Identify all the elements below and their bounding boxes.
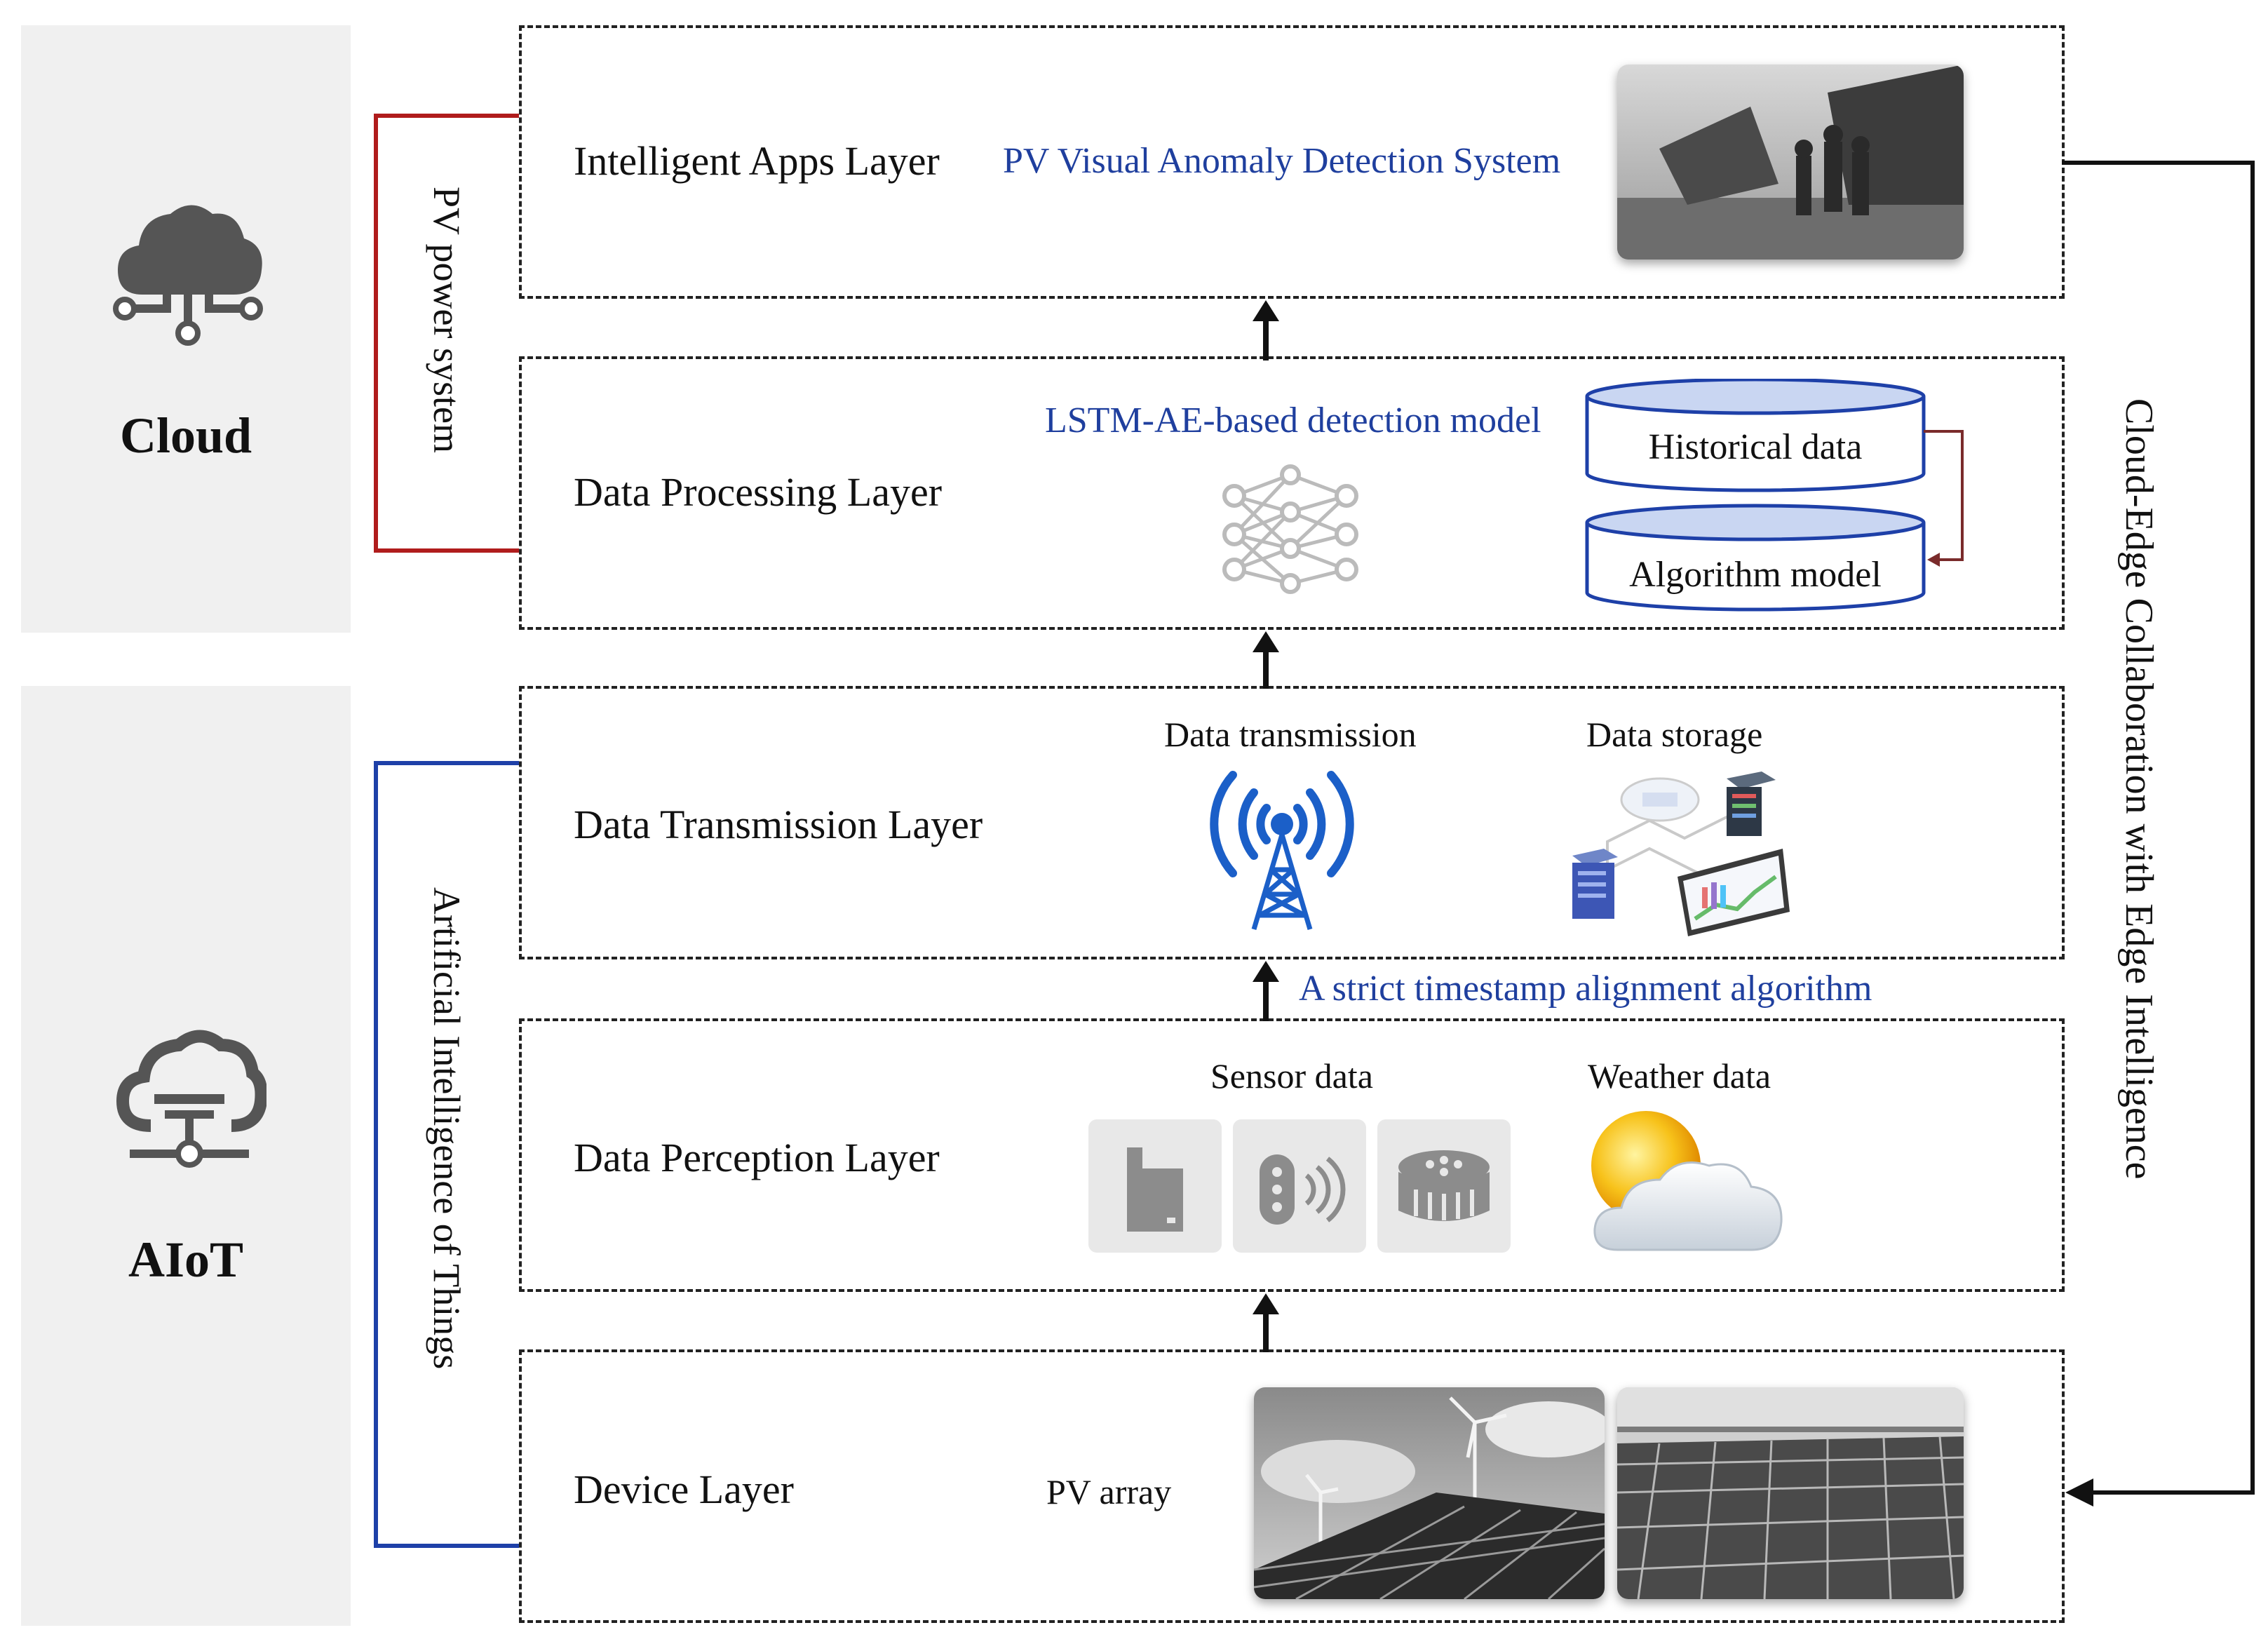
- cloud-network-icon: [113, 205, 263, 346]
- system-label: PV Visual Anomaly Detection System: [1003, 141, 1561, 181]
- database-cylinders-icon: [1585, 379, 1964, 612]
- model-label: LSTM-AE-based detection model: [1045, 400, 1541, 440]
- up-arrow-icon: [1253, 300, 1279, 361]
- pv-array-label: PV array: [1046, 1472, 1172, 1511]
- data-storage-icon: [1572, 772, 1790, 936]
- data-transmission-label: Data transmission: [1164, 715, 1417, 754]
- device-layer-box: [519, 1349, 2065, 1623]
- up-arrow-icon: [1253, 1293, 1279, 1352]
- neural-network-icon: [1222, 464, 1358, 594]
- sensor-data-label: Sensor data: [1210, 1056, 1373, 1096]
- data-transmission-layer-box: [519, 686, 2065, 959]
- pv-power-system-bracket: [374, 114, 519, 553]
- layer-title-apps: Intelligent Apps Layer: [574, 138, 940, 184]
- cloud-edge-connector: [2062, 161, 2255, 1507]
- wireless-sensor-icon: [1260, 1154, 1346, 1225]
- alignment-algorithm-label: A strict timestamp alignment algorithm: [1299, 969, 1872, 1009]
- sensor-tile-3: [1377, 1119, 1511, 1253]
- sensor-device-icon: [1127, 1147, 1183, 1232]
- signal-tower-icon: [1210, 771, 1354, 930]
- aiot-full-label: Artificial Intelligence of Things: [426, 887, 468, 1370]
- data-perception-layer-box: [519, 1018, 2065, 1292]
- smoke-detector-icon: [1398, 1150, 1490, 1221]
- aiot-label: AIoT: [128, 1232, 244, 1288]
- up-arrow-icon: [1253, 961, 1279, 1021]
- layer-title-device: Device Layer: [574, 1467, 794, 1512]
- cloud-edge-label: Cloud-Edge Collaboration with Edge Intel…: [2117, 398, 2161, 1180]
- historical-data-label: Historical data: [1648, 427, 1863, 467]
- layer-title-perception: Data Perception Layer: [574, 1135, 940, 1180]
- wind-solar-photo: [1254, 1387, 1605, 1599]
- pv-power-system-label: PV power system: [426, 187, 468, 454]
- weather-data-label: Weather data: [1588, 1056, 1771, 1096]
- data-processing-layer-box: [519, 356, 2065, 630]
- cloud-label: Cloud: [119, 407, 252, 464]
- weather-sun-cloud-icon: [1591, 1111, 1783, 1251]
- solar-farm-photo: [1617, 1387, 1964, 1599]
- data-storage-label: Data storage: [1586, 715, 1763, 754]
- sensor-tile-2: [1233, 1119, 1366, 1253]
- sensor-tile-1: [1088, 1119, 1222, 1253]
- layer-title-processing: Data Processing Layer: [574, 469, 943, 515]
- inspection-photo: [1617, 65, 1964, 260]
- up-arrow-icon: [1253, 631, 1279, 689]
- layer-title-transmission: Data Transmission Layer: [574, 802, 983, 847]
- algorithm-model-label: Algorithm model: [1629, 555, 1882, 595]
- cloud-connect-icon: [116, 1030, 266, 1168]
- aiot-bracket: [374, 761, 519, 1548]
